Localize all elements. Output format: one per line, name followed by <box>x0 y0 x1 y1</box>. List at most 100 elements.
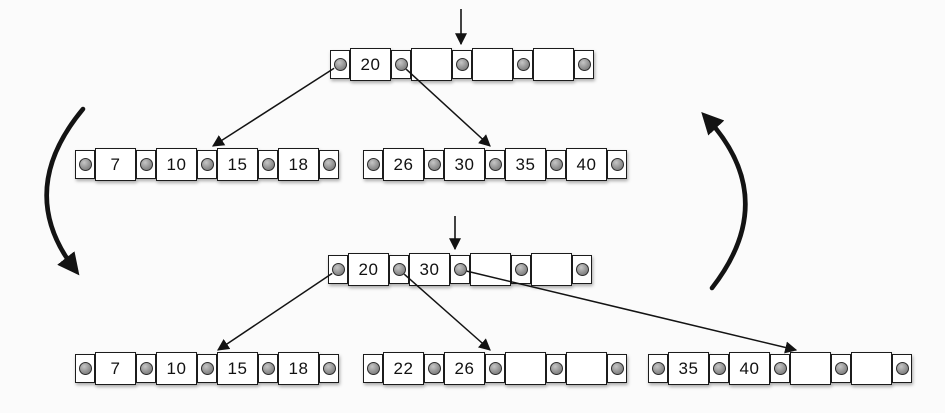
key-cell <box>470 253 511 286</box>
pointer-cell <box>831 354 851 383</box>
pointer-dot-icon <box>651 362 665 375</box>
pointer-dot-icon <box>455 58 469 71</box>
key-cell: 30 <box>409 253 450 286</box>
key-cell: 22 <box>383 352 424 385</box>
pointer-cell <box>607 150 627 179</box>
node-top-leaf-left: 7 10 15 18 <box>75 148 339 181</box>
key-cell <box>566 352 607 385</box>
cycle-arrow-left-down-icon <box>44 106 86 276</box>
pointer-cell <box>770 354 790 383</box>
pointer-cell <box>258 354 278 383</box>
pointer-cell <box>197 150 217 179</box>
pointer-dot-icon <box>78 362 92 375</box>
cycle-arrow-right-up-icon <box>701 111 748 291</box>
pointer-cell <box>389 255 409 284</box>
pointer-cell <box>258 150 278 179</box>
pointer-dot-icon <box>261 362 275 375</box>
pointer-edge-top-root-to-top-leaf-left <box>211 67 335 147</box>
pointer-dot-icon <box>200 362 214 375</box>
pointer-cell <box>363 150 383 179</box>
key-cell: 26 <box>383 148 424 181</box>
pointer-cell <box>75 150 95 179</box>
key-cell <box>411 48 452 81</box>
pointer-cell <box>319 150 339 179</box>
key-cell: 7 <box>95 352 136 385</box>
key-cell <box>531 253 572 286</box>
key-cell <box>472 48 513 81</box>
node-top-root: 20 <box>330 48 594 81</box>
pointer-cell <box>75 354 95 383</box>
pointer-dot-icon <box>575 263 589 276</box>
key-cell: 15 <box>217 148 258 181</box>
pointer-dot-icon <box>712 362 726 375</box>
pointer-cell <box>424 150 444 179</box>
pointer-dot-icon <box>834 362 848 375</box>
pointer-dot-icon <box>200 158 214 171</box>
pointer-dot-icon <box>392 263 406 276</box>
pointer-dot-icon <box>453 263 467 276</box>
pointer-dot-icon <box>610 362 624 375</box>
pointer-dot-icon <box>139 362 153 375</box>
pointer-dot-icon <box>78 158 92 171</box>
pointer-cell <box>363 354 383 383</box>
pointer-edge-bottom-root-to-bottom-leaf-left <box>217 272 333 351</box>
pointer-dot-icon <box>322 362 336 375</box>
pointer-cell <box>319 354 339 383</box>
pointer-dot-icon <box>514 263 528 276</box>
pointer-dot-icon <box>366 362 380 375</box>
node-top-leaf-right: 26 30 35 40 <box>363 148 627 181</box>
key-cell: 18 <box>278 352 319 385</box>
pointer-dot-icon <box>139 158 153 171</box>
pointer-cell <box>391 50 411 79</box>
pointer-cell <box>485 150 505 179</box>
pointer-cell <box>572 255 592 284</box>
pointer-cell <box>197 354 217 383</box>
pointer-cell <box>424 354 444 383</box>
key-cell: 18 <box>278 148 319 181</box>
pointer-dot-icon <box>427 362 441 375</box>
key-cell: 15 <box>217 352 258 385</box>
key-cell <box>533 48 574 81</box>
pointer-cell <box>330 50 350 79</box>
key-cell: 10 <box>156 148 197 181</box>
pointer-dot-icon <box>516 58 530 71</box>
pointer-cell <box>574 50 594 79</box>
pointer-dot-icon <box>488 362 502 375</box>
node-bottom-leaf-left: 7 10 15 18 <box>75 352 339 385</box>
key-cell <box>790 352 831 385</box>
pointer-cell <box>328 255 348 284</box>
pointer-cell <box>485 354 505 383</box>
key-cell <box>851 352 892 385</box>
pointer-cell <box>648 354 668 383</box>
pointer-dot-icon <box>610 158 624 171</box>
key-cell: 10 <box>156 352 197 385</box>
key-cell: 7 <box>95 148 136 181</box>
key-cell <box>505 352 546 385</box>
key-cell: 40 <box>729 352 770 385</box>
pointer-dot-icon <box>331 263 345 276</box>
pointer-dot-icon <box>366 158 380 171</box>
pointer-dot-icon <box>322 158 336 171</box>
key-cell: 40 <box>566 148 607 181</box>
key-cell: 35 <box>505 148 546 181</box>
pointer-dot-icon <box>895 362 909 375</box>
pointer-dot-icon <box>577 58 591 71</box>
pointer-dot-icon <box>773 362 787 375</box>
pointer-dot-icon <box>394 58 408 71</box>
pointer-dot-icon <box>488 158 502 171</box>
key-cell: 20 <box>348 253 389 286</box>
pointer-cell <box>450 255 470 284</box>
pointer-cell <box>136 150 156 179</box>
pointer-cell <box>546 354 566 383</box>
pointer-dot-icon <box>261 158 275 171</box>
pointer-cell <box>546 150 566 179</box>
pointer-dot-icon <box>427 158 441 171</box>
pointer-cell <box>511 255 531 284</box>
key-cell: 30 <box>444 148 485 181</box>
pointer-dot-icon <box>549 158 563 171</box>
pointer-dot-icon <box>549 362 563 375</box>
